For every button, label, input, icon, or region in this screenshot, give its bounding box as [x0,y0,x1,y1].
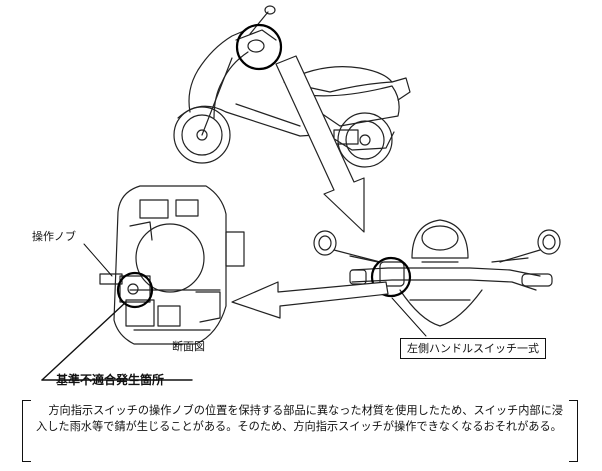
switch-highlight-circle [370,256,412,298]
arrow-scooter-to-handlebar [275,55,365,233]
section-view-label: 断面図 [172,340,205,353]
noncompliance-location-label: 基準不適合発生箇所 [56,373,165,387]
switch-cross-section [99,185,245,345]
defect-description: 方向指示スイッチの操作ノブの位置を保持する部品に異なった材質を使用したため、スイ… [22,400,578,462]
handlebar-illustration [313,219,561,327]
scooter-highlight-circle [235,23,283,71]
knob-label: 操作ノブ [32,230,76,243]
arrow-handlebar-to-section [231,281,389,319]
recall-illustration [41,5,561,381]
section-highlight-circle [116,271,154,309]
switch-assembly-label: 左側ハンドルスイッチ一式 [400,338,546,359]
